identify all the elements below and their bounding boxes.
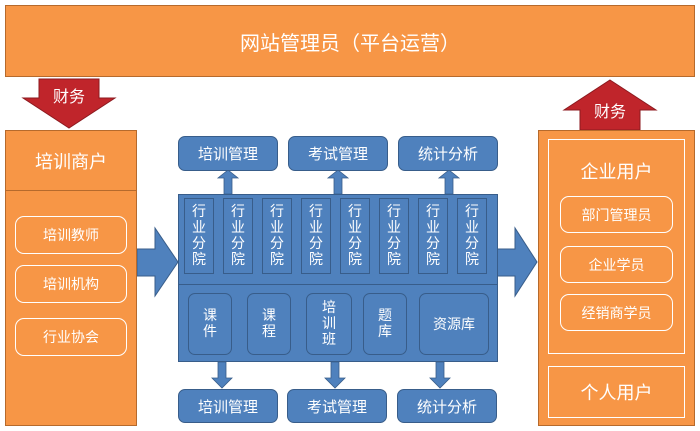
finance-right-label: 财务 bbox=[593, 102, 626, 121]
finance-left-label: 财务 bbox=[52, 87, 85, 106]
right-item-dept-admin[interactable]: 部门管理员 bbox=[560, 196, 673, 233]
center-divider bbox=[178, 284, 498, 285]
left-panel-title-text: 培训商户 bbox=[35, 152, 107, 173]
branch-label: 行业分院 bbox=[465, 204, 479, 268]
left-panel-title: 培训商户 bbox=[5, 140, 137, 182]
branch-cell[interactable]: 行业分院 bbox=[184, 198, 214, 274]
resource-library[interactable]: 资源库 bbox=[419, 293, 489, 355]
top-statistics[interactable]: 统计分析 bbox=[398, 136, 498, 171]
branch-cell[interactable]: 行业分院 bbox=[418, 198, 448, 274]
resource-label: 资源库 bbox=[433, 317, 475, 333]
left-item-institution[interactable]: 培训机构 bbox=[15, 265, 127, 303]
top-training-management[interactable]: 培训管理 bbox=[178, 136, 278, 171]
right-panel-title: 企业用户 bbox=[548, 154, 685, 188]
down-arrows bbox=[211, 361, 451, 389]
resource-question-bank[interactable]: 题库 bbox=[363, 293, 407, 355]
branch-cell[interactable]: 行业分院 bbox=[379, 198, 409, 274]
branch-cell[interactable]: 行业分院 bbox=[223, 198, 253, 274]
right-item-enterprise-student[interactable]: 企业学员 bbox=[560, 246, 673, 283]
top-exam-management[interactable]: 考试管理 bbox=[288, 136, 388, 171]
header-banner: 网站管理员（平台运营） bbox=[5, 5, 695, 77]
left-item-association[interactable]: 行业协会 bbox=[15, 318, 127, 356]
branch-label: 行业分院 bbox=[426, 204, 440, 268]
finance-down-arrow bbox=[21, 78, 117, 129]
up-arrows bbox=[216, 169, 461, 195]
resource-label: 题库 bbox=[378, 308, 392, 340]
bottom-statistics[interactable]: 统计分析 bbox=[397, 389, 497, 423]
right-panel-title-text: 企业用户 bbox=[580, 162, 653, 183]
resource-courseware[interactable]: 课件 bbox=[188, 293, 232, 355]
branch-label: 行业分院 bbox=[309, 204, 323, 268]
personal-user-label: 个人用户 bbox=[580, 383, 653, 404]
branch-label: 行业分院 bbox=[231, 204, 245, 268]
left-flow-arrow bbox=[136, 226, 179, 298]
branch-label: 行业分院 bbox=[387, 204, 401, 268]
header-title: 网站管理员（平台运营） bbox=[240, 30, 460, 55]
right-flow-arrow bbox=[495, 226, 538, 298]
branch-label: 行业分院 bbox=[192, 204, 206, 268]
branch-cell[interactable]: 行业分院 bbox=[340, 198, 370, 274]
branch-label: 行业分院 bbox=[270, 204, 284, 268]
resource-label: 培训班 bbox=[322, 300, 336, 348]
resource-training-class[interactable]: 培训班 bbox=[306, 293, 352, 355]
left-panel-divider bbox=[5, 190, 137, 191]
bottom-exam-management[interactable]: 考试管理 bbox=[287, 389, 387, 423]
left-item-teacher[interactable]: 培训教师 bbox=[15, 216, 127, 254]
right-item-dealer-student[interactable]: 经销商学员 bbox=[560, 294, 673, 331]
resource-course[interactable]: 课程 bbox=[247, 293, 291, 355]
personal-user-box[interactable]: 个人用户 bbox=[548, 366, 685, 418]
branch-cell[interactable]: 行业分院 bbox=[457, 198, 487, 274]
branch-cell[interactable]: 行业分院 bbox=[301, 198, 331, 274]
resource-label: 课程 bbox=[262, 308, 276, 340]
resource-label: 课件 bbox=[203, 308, 217, 340]
branch-cell[interactable]: 行业分院 bbox=[262, 198, 292, 274]
bottom-training-management[interactable]: 培训管理 bbox=[178, 389, 278, 423]
branch-label: 行业分院 bbox=[348, 204, 362, 268]
